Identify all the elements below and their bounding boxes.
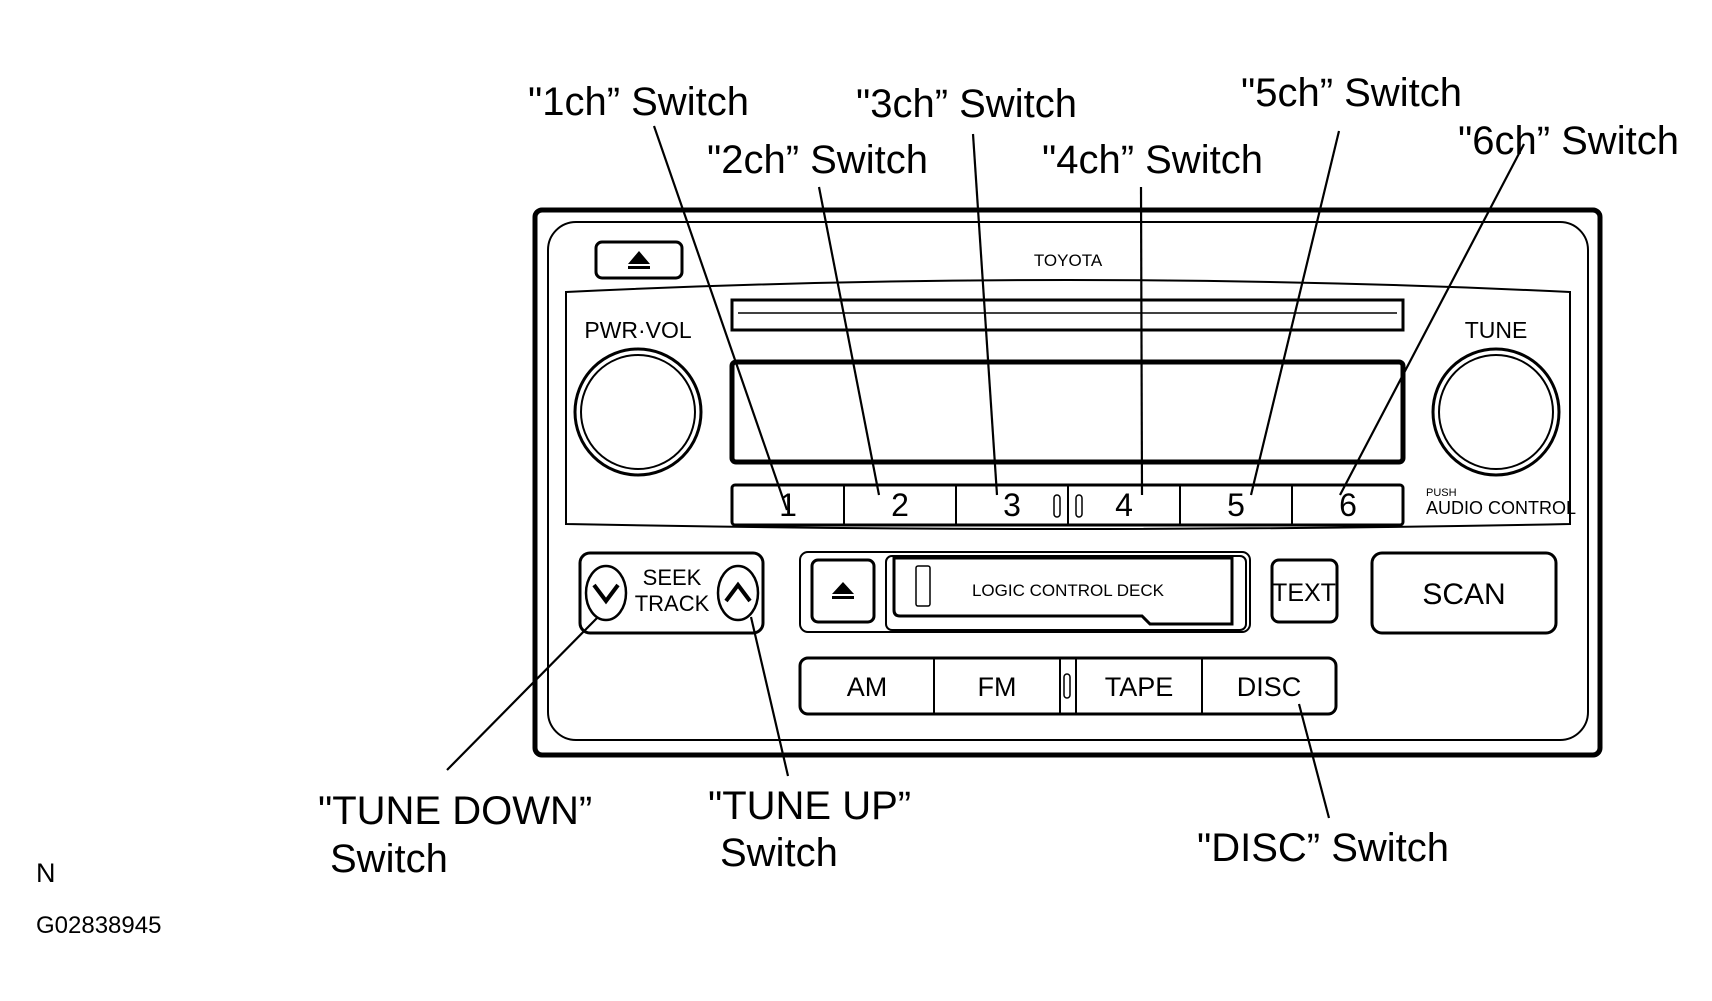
push-label: PUSH [1426, 487, 1457, 499]
text-button-label[interactable]: TEXT [1272, 579, 1336, 607]
upper-band [565, 279, 1571, 530]
leader-line-4ch [1139, 186, 1144, 496]
source-button-bar [798, 656, 1338, 716]
seek-label: SEEK [643, 565, 702, 590]
leader-line-2ch [817, 186, 881, 496]
callout-2ch-switch: "2ch” Switch [707, 138, 928, 182]
seek-track-button[interactable] [578, 551, 765, 635]
callout-tune-up-line1: "TUNE UP” [708, 784, 911, 828]
preset-1-label[interactable]: 1 [779, 487, 797, 523]
preset-3-label[interactable]: 3 [1003, 487, 1021, 523]
scan-button[interactable] [1370, 551, 1558, 635]
disc-button-label[interactable]: DISC [1237, 672, 1302, 702]
fm-button-label[interactable]: FM [978, 672, 1017, 702]
tape-eject-button[interactable] [810, 558, 876, 624]
brand-label: TOYOTA [1034, 251, 1103, 270]
chevron-down-icon [592, 583, 620, 605]
deck-label: LOGIC CONTROL DECK [972, 581, 1165, 600]
cassette-area [799, 551, 1251, 633]
pwr-vol-knob[interactable] [573, 347, 703, 477]
eject-button[interactable] [594, 240, 684, 280]
leader-line-1ch [652, 125, 789, 511]
leader-line-tune-down [446, 616, 599, 771]
display-window [729, 359, 1406, 465]
seek-down-button[interactable] [584, 564, 628, 622]
callout-4ch-switch: "4ch” Switch [1042, 138, 1263, 182]
figure-letter: N [36, 858, 56, 888]
pwr-vol-label: PWR·VOL [584, 317, 692, 343]
callout-1ch-switch: "1ch” Switch [528, 80, 749, 124]
preset-4-label[interactable]: 4 [1115, 487, 1133, 523]
figure-id: G02838945 [36, 912, 162, 939]
scan-button-label[interactable]: SCAN [1422, 578, 1505, 611]
preset-5-label[interactable]: 5 [1227, 487, 1245, 523]
radio-inner-frame [547, 221, 1589, 741]
track-label: TRACK [635, 591, 710, 616]
leader-line-5ch [1249, 130, 1341, 496]
disc-slot [730, 298, 1405, 332]
callout-3ch-switch: "3ch” Switch [856, 82, 1077, 126]
audio-control-label: AUDIO CONTROL [1426, 498, 1576, 518]
preset-6-label[interactable]: 6 [1339, 487, 1357, 523]
tape-button-label[interactable]: TAPE [1105, 672, 1174, 702]
eject-icon [628, 251, 650, 264]
callout-5ch-switch: "5ch” Switch [1241, 71, 1462, 115]
leader-line-tune-up [749, 616, 790, 777]
callout-6ch-switch: "6ch” Switch [1458, 119, 1679, 163]
leader-line-3ch [971, 133, 999, 496]
preset-2-label[interactable]: 2 [891, 487, 909, 523]
radio-outer-frame [532, 207, 1603, 758]
am-button-label[interactable]: AM [847, 672, 888, 702]
callout-disc-switch: "DISC” Switch [1197, 826, 1449, 870]
callout-tune-up-line2: Switch [720, 831, 838, 875]
leader-line-6ch [1339, 143, 1525, 496]
tune-knob[interactable] [1431, 347, 1561, 477]
seek-up-button[interactable] [716, 564, 760, 622]
callout-tune-down-line1: "TUNE DOWN” [318, 789, 592, 833]
chevron-up-icon [724, 581, 752, 603]
tune-label: TUNE [1465, 317, 1528, 343]
callout-tune-down-line2: Switch [330, 837, 448, 881]
deck-door [885, 555, 1247, 631]
leader-line-disc [1297, 703, 1331, 819]
tape-eject-icon [832, 582, 854, 594]
text-button[interactable] [1270, 558, 1339, 624]
